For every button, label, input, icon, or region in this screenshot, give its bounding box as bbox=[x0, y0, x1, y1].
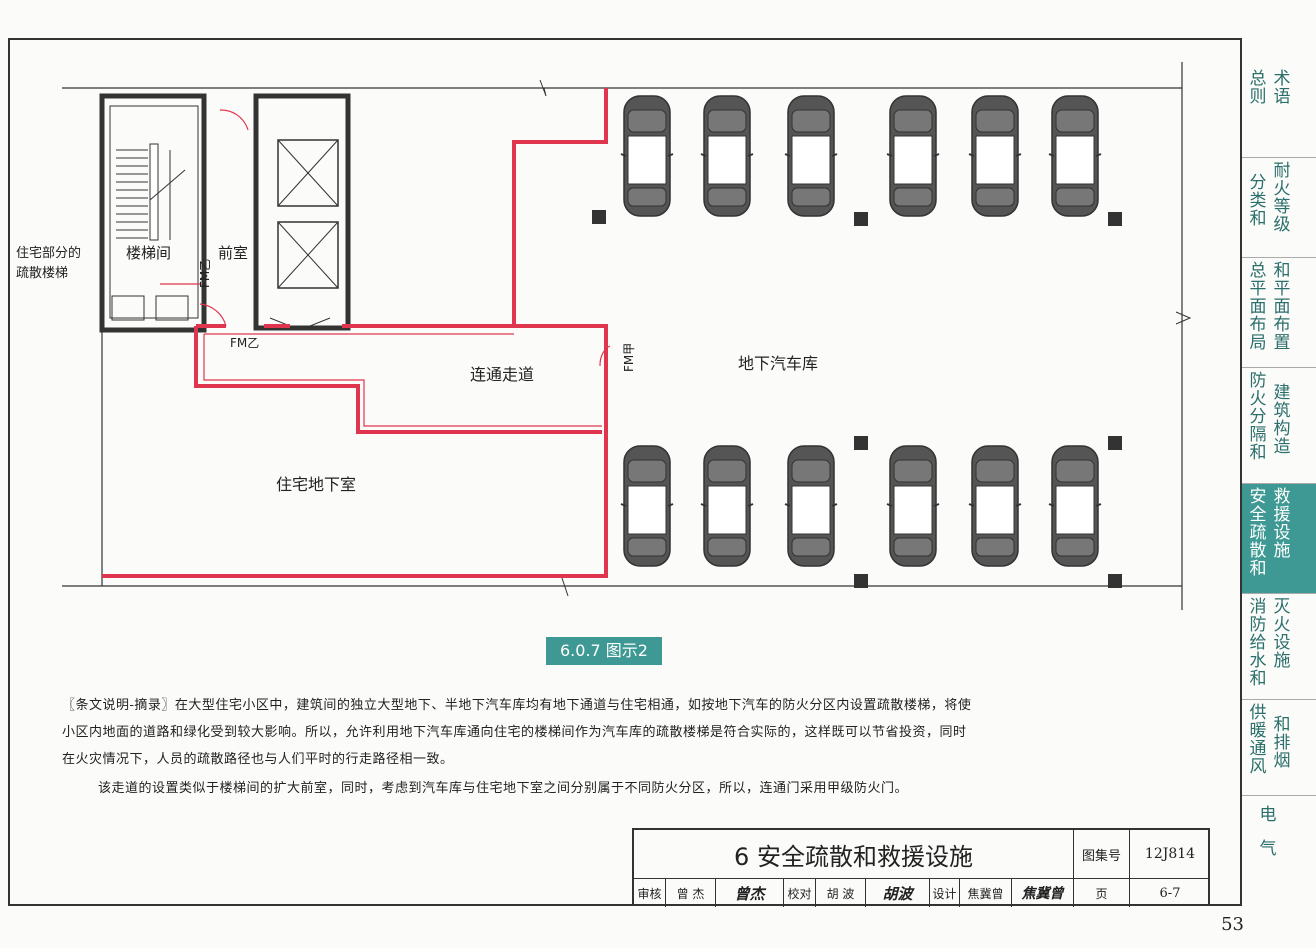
sheet-title: 6 安全疏散和救援设施 bbox=[634, 830, 1074, 878]
tab-fire-separation[interactable]: 防火分隔和 建筑构造 bbox=[1242, 368, 1316, 484]
tab-general[interactable]: 总则 术语 bbox=[1242, 66, 1316, 158]
page-code: 6-7 bbox=[1159, 885, 1181, 901]
tab-evacuation[interactable]: 安全疏散和 救援设施 bbox=[1242, 484, 1316, 594]
floor-plan bbox=[62, 62, 1192, 610]
garage-label: 地下汽车库 bbox=[738, 354, 819, 373]
designer-signature: 焦冀曾 bbox=[1012, 879, 1074, 907]
tab-fire-water[interactable]: 消防给水和 灭火设施 bbox=[1242, 594, 1316, 700]
door-fm-yi-vertical: FM乙 bbox=[198, 258, 212, 288]
note-line-3: 在火灾情况下，人员的疏散路径也与人们平时的行走路径相一致。 bbox=[62, 752, 454, 767]
designer-name: 焦冀曾 bbox=[960, 879, 1012, 907]
figure-caption: 6.0.7 图示2 bbox=[546, 637, 662, 665]
atlas-number: 12J814 bbox=[1144, 846, 1196, 862]
residential-stair-label: 住宅部分的 疏散楼梯 bbox=[16, 246, 82, 281]
basement-label: 住宅地下室 bbox=[276, 475, 357, 494]
note-line-2: 小区内地面的道路和绿化受到较大影响。所以，允许利用地下汽车库通向住宅的楼梯间作为… bbox=[62, 725, 967, 740]
check-label: 校对 bbox=[784, 879, 816, 907]
note-line-4: 该走道的设置类似于楼梯间的扩大前室，同时，考虑到汽车库与住宅地下室之间分别属于不… bbox=[98, 781, 909, 796]
checker-name: 胡 波 bbox=[816, 879, 866, 907]
tab-hvac[interactable]: 供暖通风 和排烟 bbox=[1242, 700, 1316, 796]
checker-signature: 胡波 bbox=[866, 879, 930, 907]
atlas-label: 图集号 bbox=[1074, 830, 1130, 878]
drawing-frame bbox=[8, 38, 1242, 906]
tab-electrical[interactable]: 电 气 bbox=[1259, 805, 1277, 859]
door-fm-jia: FM甲 bbox=[622, 342, 636, 372]
tab-classification[interactable]: 分类和 耐火等级 bbox=[1242, 158, 1316, 258]
door-fm-yi-horizontal: FM乙 bbox=[230, 336, 260, 350]
front-room-label: 前室 bbox=[218, 244, 249, 262]
corridor-label: 连通走道 bbox=[470, 365, 535, 384]
page-number: 53 bbox=[1221, 914, 1244, 935]
note-line-1: 〖条文说明-摘录〗在大型住宅小区中，建筑间的独立大型地下、半地下汽车库均有地下通… bbox=[62, 698, 972, 713]
title-block: 6 安全疏散和救援设施 图集号 12J814 审核 曾 杰 曾杰 校对 胡 波 … bbox=[632, 828, 1210, 907]
design-label: 设计 bbox=[930, 879, 960, 907]
page-label: 页 bbox=[1074, 879, 1130, 907]
reviewer-signature: 曾杰 bbox=[716, 879, 784, 907]
review-label: 审核 bbox=[634, 879, 666, 907]
reviewer-name: 曾 杰 bbox=[666, 879, 716, 907]
chapter-sidebar: 总则 术语 分类和 耐火等级 总平面布局 和平面布置 防火分隔和 建筑构造 安全… bbox=[1242, 66, 1316, 906]
stair-label: 楼梯间 bbox=[126, 244, 172, 262]
tab-site-layout[interactable]: 总平面布局 和平面布置 bbox=[1242, 258, 1316, 368]
